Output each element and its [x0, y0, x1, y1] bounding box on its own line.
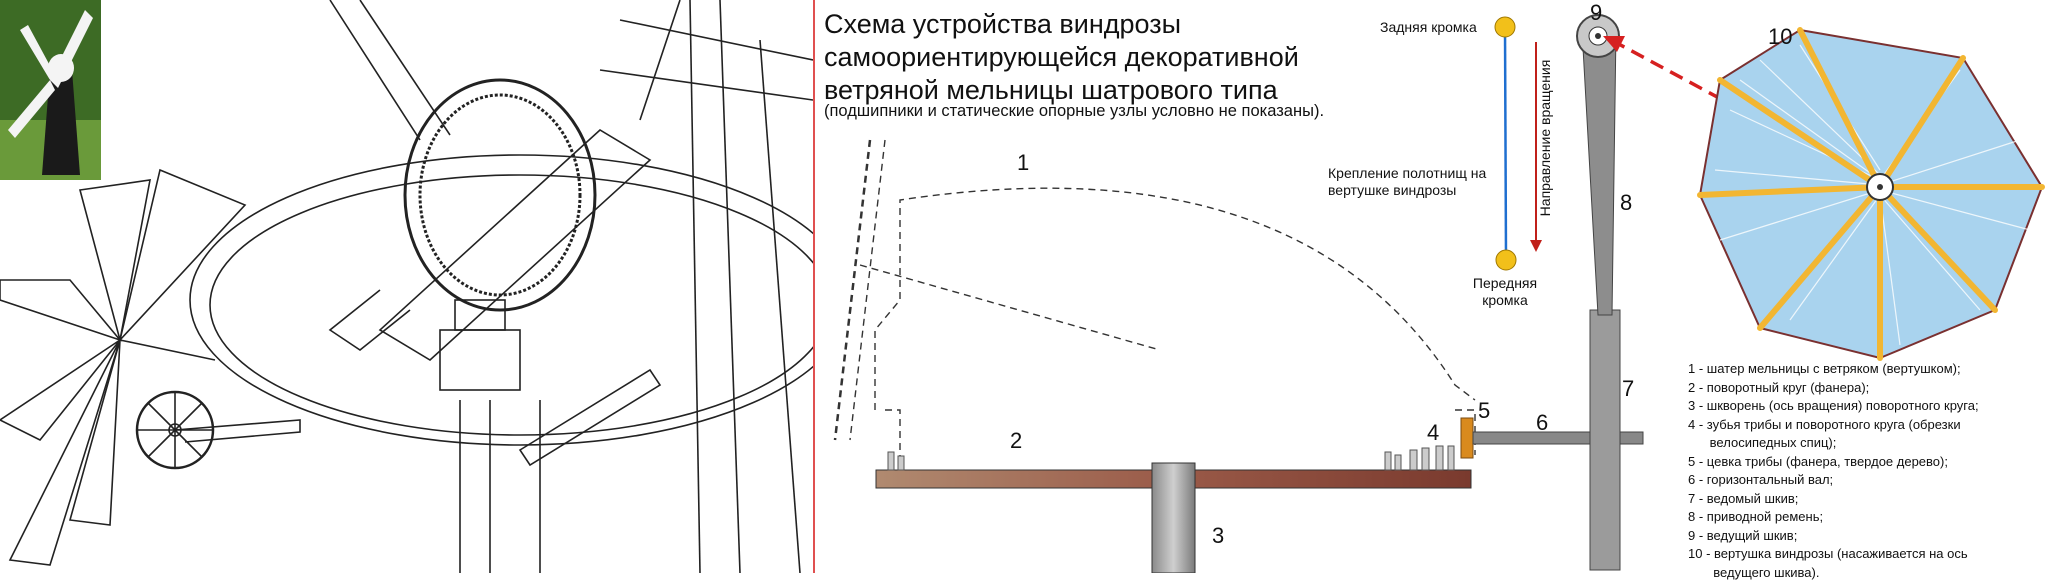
label-6: 6 [1536, 410, 1548, 436]
label-1: 1 [1017, 150, 1029, 176]
label-2: 2 [1010, 428, 1022, 454]
legend-item: 1 - шатер мельницы с ветряком (вертушком… [1688, 360, 2043, 379]
front-edge-label: Передняя кромка [1470, 275, 1540, 309]
legend-item: 4 - зубья трибы и поворотного круга (обр… [1688, 416, 2043, 435]
label-7: 7 [1622, 376, 1634, 402]
windrose-rotor [1680, 30, 2042, 358]
label-10: 10 [1768, 24, 1792, 50]
drive-belt [1582, 30, 1616, 315]
rear-edge-dot [1495, 17, 1515, 37]
tent-wing [860, 265, 1160, 350]
legend-item: 3 - шкворень (ось вращения) поворотного … [1688, 397, 2043, 416]
legend-item: 5 - цевка трибы (фанера, твердое дерево)… [1688, 453, 2043, 472]
legend-item: 2 - поворотный круг (фанера); [1688, 379, 2043, 398]
legend-item: 8 - приводной ремень; [1688, 508, 2043, 527]
label-9: 9 [1590, 0, 1602, 26]
front-edge-dot [1496, 250, 1516, 270]
legend: 1 - шатер мельницы с ветряком (вертушком… [1688, 360, 2043, 582]
legend-item: 6 - горизонтальный вал; [1688, 471, 2043, 490]
driven-pulley [1590, 310, 1620, 570]
blade-profile [1505, 28, 1506, 258]
label-5: 5 [1478, 398, 1490, 424]
legend-item: 7 - ведомый шкив; [1688, 490, 2043, 509]
legend-item: 9 - ведущий шкив; [1688, 527, 2043, 546]
label-8: 8 [1620, 190, 1632, 216]
label-3: 3 [1212, 523, 1224, 549]
pivot-pin [1152, 463, 1195, 573]
rotation-label: Направление вращения [1535, 40, 1555, 240]
legend-item: 10 - вертушка виндрозы (насаживается на … [1688, 545, 2043, 564]
mounting-label: Крепление полотнищ на вертушке виндрозы [1328, 165, 1488, 199]
tent-outline [875, 188, 1475, 410]
legend-item: велосипедных спиц); [1688, 434, 2043, 453]
lantern-pinion [1461, 418, 1473, 458]
rear-edge-label: Задняя кромка [1380, 19, 1477, 36]
label-4: 4 [1427, 420, 1439, 446]
